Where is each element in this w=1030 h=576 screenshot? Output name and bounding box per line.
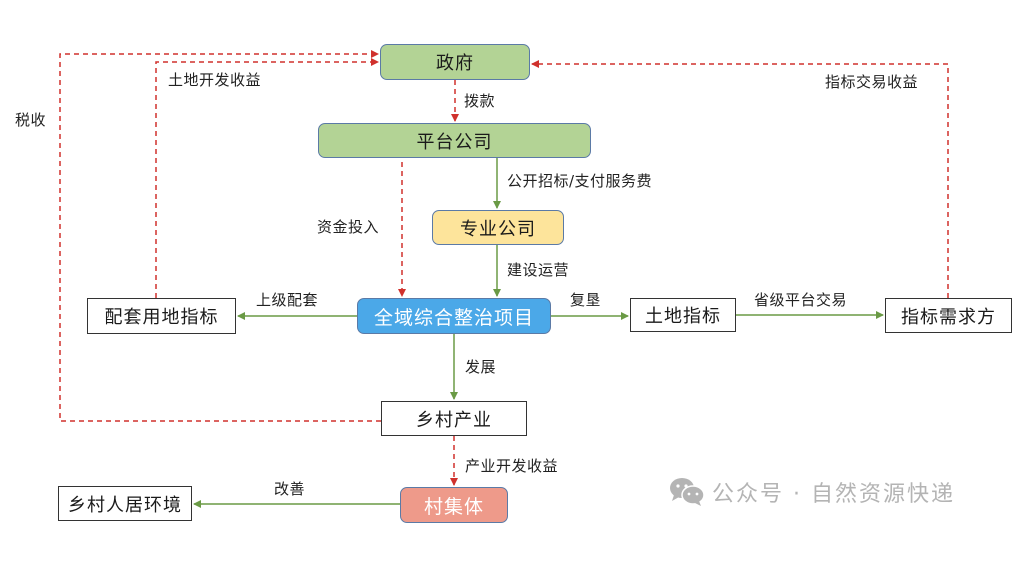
label-land-dev-income: 土地开发收益 [168,71,262,89]
label-construction-operation: 建设运营 [507,261,570,279]
label-industry-income: 产业开发收益 [465,457,559,475]
node-land-quota: 土地指标 [630,298,736,332]
label-capital-investment: 资金投入 [317,218,380,236]
node-village-collective: 村集体 [400,487,508,523]
watermark: 公众号 · 自然资源快递 [668,476,955,508]
label-quota-trade-income: 指标交易收益 [825,73,919,91]
edge-tax [59,50,381,422]
label-reclamation: 复垦 [570,291,602,309]
node-supporting-land-quota: 配套用地指标 [87,298,236,334]
node-government: 政府 [380,44,530,80]
label-superior-matching: 上级配套 [256,291,319,309]
label-development: 发展 [465,358,497,376]
label-bidding-service-fee: 公开招标/支付服务费 [507,172,653,190]
node-specialist-company: 专业公司 [432,210,564,245]
node-quota-buyer: 指标需求方 [885,298,1012,333]
watermark-text: 公众号 · 自然资源快递 [712,482,955,507]
label-improvement: 改善 [274,480,306,498]
label-provincial-trading: 省级平台交易 [754,291,848,309]
node-project: 全域综合整治项目 [357,298,551,334]
label-allocation: 拨款 [464,92,496,110]
edge-quota-trade-income [531,60,949,298]
wechat-icon [670,478,705,506]
node-rural-living-environment: 乡村人居环境 [58,486,192,521]
node-rural-industry: 乡村产业 [381,401,527,436]
label-tax: 税收 [15,111,47,129]
edge-land-dev-income [155,58,379,298]
node-platform-company: 平台公司 [318,123,591,158]
